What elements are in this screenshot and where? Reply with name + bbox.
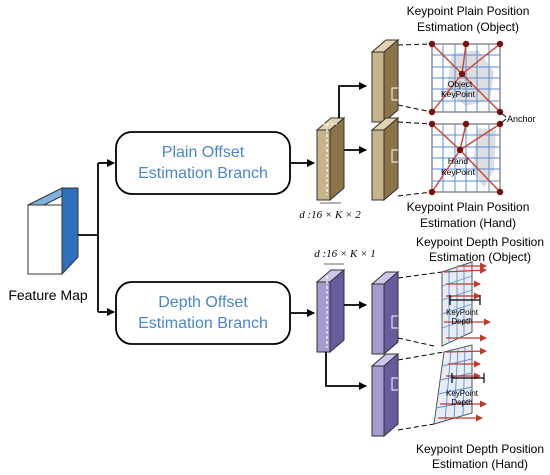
depth-branch-line2: Estimation Branch — [138, 315, 268, 332]
plain-hand-title-2: Estimation (Hand) — [420, 216, 516, 230]
plain-branch-line1: Plain Offset — [162, 144, 245, 161]
depth-feature-block — [315, 268, 346, 354]
depth-branch-line1: Depth Offset — [158, 294, 248, 311]
anchor-pointers — [499, 111, 507, 125]
plain-object-title-2: Estimation (Object) — [417, 20, 519, 34]
plain-dim-label: d :16 × K × 2 — [299, 209, 361, 221]
depth-split-arrows — [325, 301, 367, 390]
branch-to-block-arrows — [290, 159, 315, 317]
hand-keypoint-label-2: KeyPoint — [441, 167, 476, 177]
hand-depth-label-1: KeyPoint — [446, 389, 479, 398]
depth-hand-title-2: Estimation (Hand) — [432, 457, 528, 471]
hand-keypoint-grid: Hand KeyPoint — [428, 120, 504, 196]
anchor-label: Anchor — [507, 114, 536, 124]
depth-hand-block — [370, 352, 400, 438]
object-keypoint-label-1: Object — [448, 79, 473, 89]
plain-feature-block — [315, 116, 346, 204]
plain-hand-block — [370, 116, 400, 202]
depth-projection-lines — [397, 271, 445, 431]
depth-hand-title-1: Keypoint Depth Position — [416, 442, 544, 456]
object-keypoint-label-2: KeyPoint — [441, 89, 476, 99]
depth-object-title-2: Estimation (Object) — [429, 250, 531, 264]
object-depth-label-2: Depth — [451, 317, 472, 326]
plain-projection-lines — [397, 43, 433, 197]
feature-map-cube — [27, 187, 79, 276]
depth-hand-plane: KeyPoint Depth — [433, 344, 487, 425]
hand-depth-label-2: Depth — [451, 398, 472, 407]
plain-branch-box: Plain Offset Estimation Branch — [115, 131, 291, 195]
depth-object-title-1: Keypoint Depth Position — [416, 235, 544, 249]
plain-object-title-1: Keypoint Plain Position — [407, 4, 530, 18]
depth-object-plane: KeyPoint Depth — [441, 261, 491, 347]
plain-hand-title-1: Keypoint Plain Position — [407, 200, 530, 214]
object-keypoint-grid: Object KeyPoint — [428, 40, 504, 116]
object-depth-label-1: KeyPoint — [446, 308, 479, 317]
plain-branch-line2: Estimation Branch — [138, 165, 268, 182]
feature-connectors — [78, 159, 115, 316]
feature-map-label: Feature Map — [8, 287, 88, 303]
depth-object-block — [370, 270, 400, 356]
depth-branch-box: Depth Offset Estimation Branch — [115, 281, 291, 345]
depth-dim-label: d :16 × K × 1 — [314, 248, 376, 260]
plain-object-block — [370, 38, 400, 124]
plain-split-arrows — [338, 82, 367, 154]
hand-keypoint-label-1: Hand — [448, 156, 469, 166]
